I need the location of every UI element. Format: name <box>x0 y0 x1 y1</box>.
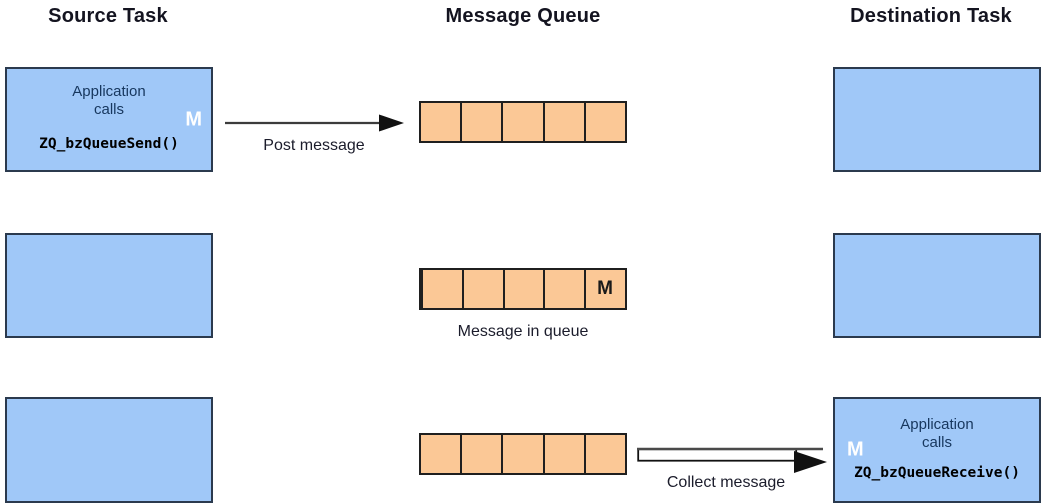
queue-cell <box>460 435 501 473</box>
queue-cell <box>583 435 625 473</box>
message-queue-row1 <box>419 101 627 143</box>
queue-cell <box>421 435 460 473</box>
queue-cell <box>543 270 584 308</box>
application-calls-text: Application calls <box>835 416 1039 452</box>
column-header-destination: Destination Task <box>850 5 1012 27</box>
api-call-receive-text: ZQ_bzQueueReceive() <box>854 465 1020 481</box>
source-task-box-row1: Application calls ZQ_bzQueueSend() M <box>5 67 213 172</box>
column-header-source: Source Task <box>48 5 168 27</box>
application-calls-line1: Application <box>900 416 974 433</box>
message-marker: M <box>185 108 202 130</box>
queue-cell <box>502 270 544 308</box>
source-task-box-row3 <box>5 397 213 503</box>
application-calls-line1: Application <box>72 83 146 100</box>
message-in-queue-label: Message in queue <box>457 323 589 340</box>
queue-cell <box>542 103 584 141</box>
queue-cell <box>461 270 503 308</box>
arrow-shaft-outline <box>637 448 798 462</box>
application-calls-text: Application calls <box>7 83 211 119</box>
queue-cell <box>584 270 625 308</box>
queue-cell <box>421 270 462 308</box>
destination-task-box-row2 <box>833 233 1041 338</box>
queue-cell <box>460 103 501 141</box>
collect-message-label: Collect message <box>666 474 786 491</box>
application-calls-line2: calls <box>921 434 952 451</box>
destination-task-box-row1 <box>833 67 1041 172</box>
application-calls-line2: calls <box>93 101 124 118</box>
source-task-box-row2 <box>5 233 213 338</box>
queue-cell <box>583 103 625 141</box>
arrow-head <box>379 114 404 132</box>
api-call-send-text: ZQ_bzQueueSend() <box>39 136 179 152</box>
queue-cell <box>501 435 542 473</box>
queue-cell <box>421 103 460 141</box>
message-queue-row3 <box>419 433 627 475</box>
column-header-message-queue: Message Queue <box>445 5 601 27</box>
message-marker: M <box>597 278 613 299</box>
post-message-label: Post message <box>263 137 365 154</box>
collect-message-arrow <box>637 447 827 473</box>
queue-cell <box>501 103 542 141</box>
message-queue-row2: M <box>419 268 627 310</box>
destination-task-box-row3: Application calls ZQ_bzQueueReceive() M <box>833 397 1041 503</box>
post-message-arrow <box>225 114 404 132</box>
message-marker: M <box>847 438 864 461</box>
arrow-head <box>794 451 827 473</box>
queue-cell <box>542 435 584 473</box>
